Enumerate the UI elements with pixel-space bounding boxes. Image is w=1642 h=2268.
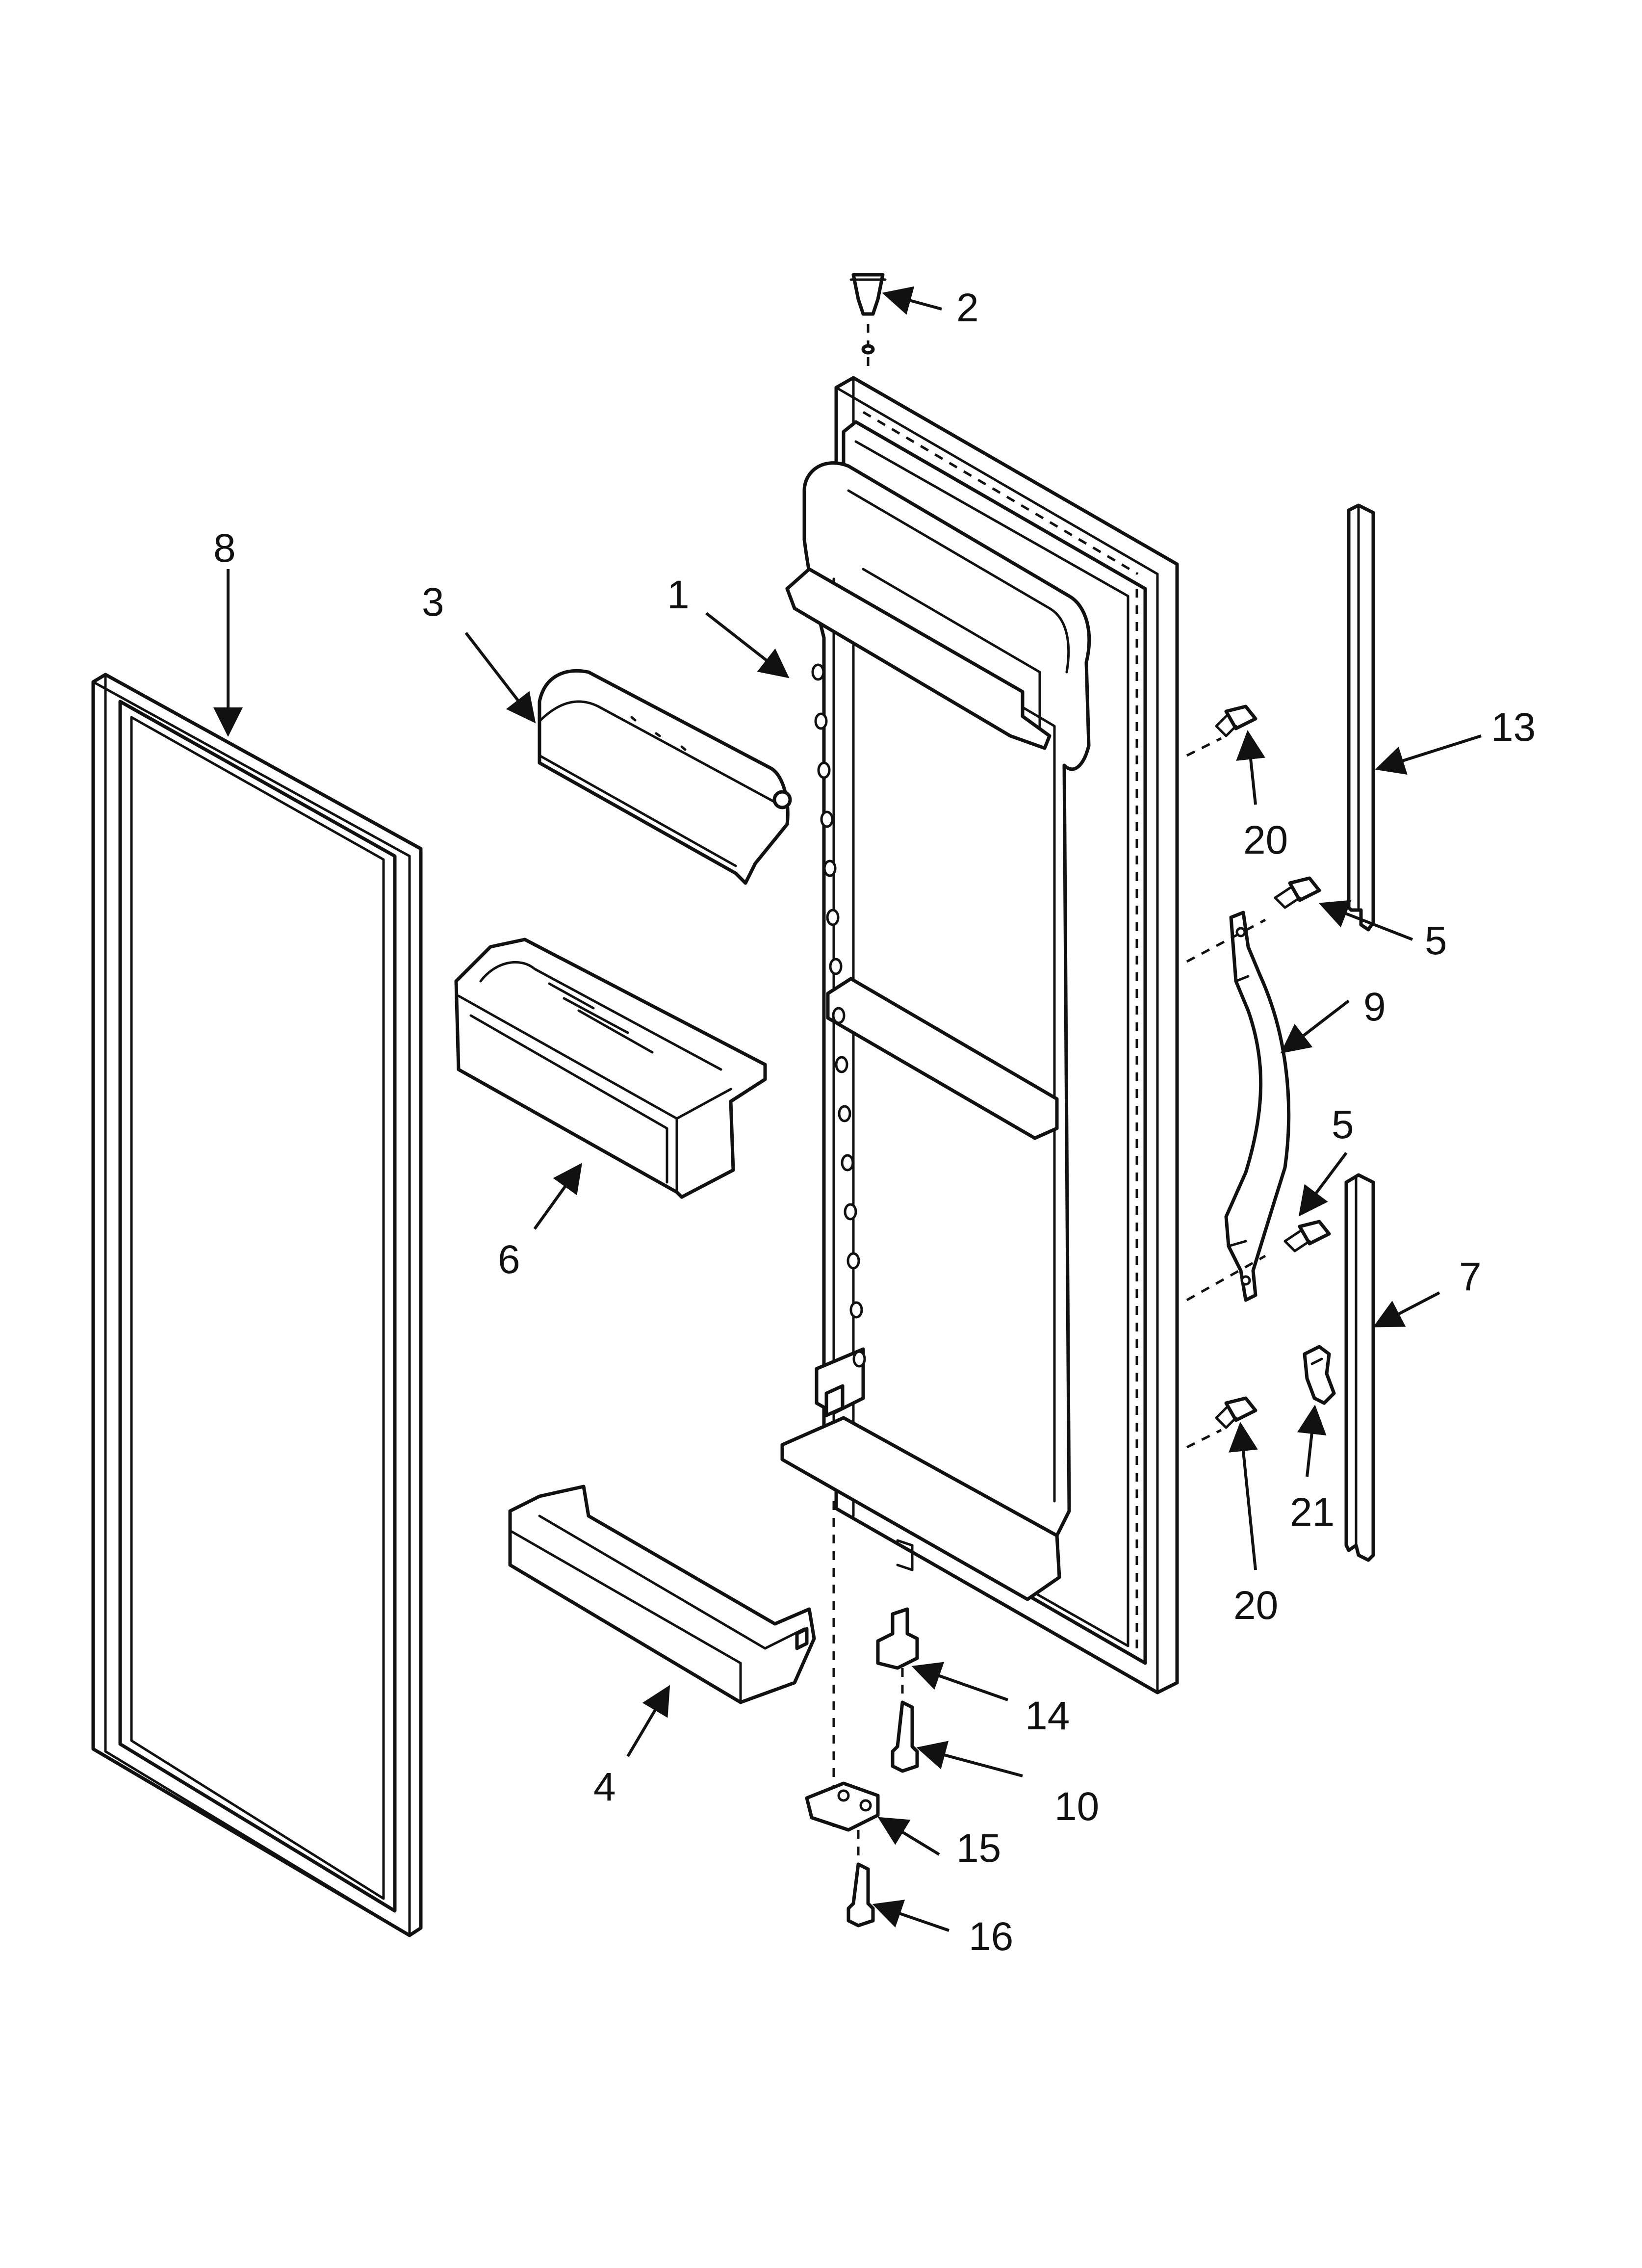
door-bin: [454, 938, 767, 1199]
door-stop-plug: [849, 273, 887, 373]
callout-label: 1: [667, 573, 690, 617]
shelf-hole: [838, 1105, 851, 1122]
callout-label: 7: [1459, 1254, 1482, 1299]
hinge-screw-bottom: [847, 1862, 875, 1928]
handle-screw-upper: [1186, 876, 1321, 963]
callout-label: 9: [1363, 985, 1386, 1029]
callout-label: 10: [1054, 1784, 1099, 1829]
dairy-door: [538, 669, 792, 885]
callout-label: 4: [593, 1765, 616, 1809]
shelf-hole: [814, 712, 828, 730]
shelf-hole: [820, 810, 834, 828]
hinge-screw: [891, 1700, 919, 1773]
hinge-bracket: [805, 1781, 880, 1859]
shelf-hole: [826, 909, 840, 926]
callout-label: 5: [1332, 1102, 1354, 1147]
trim-lower: [1344, 1173, 1375, 1562]
door-gasket: [91, 673, 423, 1937]
shelf-hole: [832, 1007, 846, 1024]
shelf-hole: [829, 958, 843, 975]
trim-screw-lower: [1186, 1396, 1257, 1449]
shelf-hole: [823, 860, 837, 877]
callout-label: 14: [1025, 1694, 1070, 1738]
trim-upper: [1347, 503, 1375, 932]
callout-label: 15: [956, 1826, 1001, 1871]
trim-screw-upper: [1186, 704, 1257, 757]
shelf-hole: [817, 761, 831, 779]
callout-label: 13: [1491, 705, 1536, 750]
shelf-hole: [844, 1203, 857, 1221]
shelf-hole: [841, 1154, 854, 1172]
callout-label: 20: [1243, 818, 1288, 862]
callout-label: 21: [1290, 1490, 1334, 1535]
trim-clip: [1303, 1345, 1336, 1405]
callout-label: 8: [213, 526, 236, 571]
shelf-hole: [847, 1252, 860, 1270]
handle-screw-lower: [1186, 1220, 1331, 1302]
hinge-pin: [876, 1607, 919, 1697]
callout-label: 6: [498, 1237, 520, 1282]
callout-label: 2: [956, 286, 979, 330]
door-liner: [780, 376, 1179, 1694]
callout-label: 16: [969, 1914, 1013, 1959]
callout-layer: 2 1 3 8 6 4 13 20 5 9 5 7 21 20 14 10 15…: [213, 286, 1536, 1959]
shelf-hole: [852, 1350, 866, 1368]
door-handle: [1224, 911, 1291, 1302]
callout-label: 3: [422, 580, 444, 625]
callout-label: 20: [1233, 1583, 1278, 1628]
bottom-shelf: [508, 1485, 816, 1704]
callout-label: 5: [1425, 918, 1447, 963]
shelf-hole: [835, 1056, 848, 1073]
shelf-hole: [849, 1301, 863, 1319]
shelf-hole: [811, 663, 825, 681]
